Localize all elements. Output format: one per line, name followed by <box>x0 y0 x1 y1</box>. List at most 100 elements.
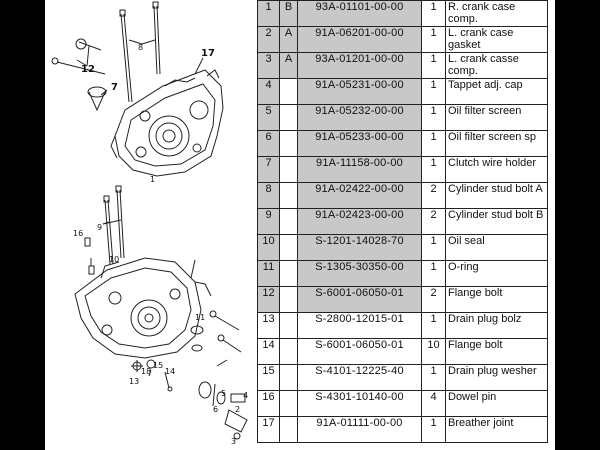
stud-bolts-lower <box>103 185 125 265</box>
quantity-cell: 1 <box>421 26 446 53</box>
description-cell: Drain plug wesher <box>445 364 548 391</box>
ref-number-cell: 13 <box>257 312 280 339</box>
ref-number-cell: 10 <box>257 234 280 261</box>
description-cell: Cylinder stud bolt B <box>445 208 548 235</box>
quantity-cell: 2 <box>421 182 446 209</box>
ref-number-cell: 3 <box>257 52 280 79</box>
description-cell: Breather joint <box>445 416 548 443</box>
ref-number-cell: 1 <box>257 0 280 27</box>
model-code-cell <box>279 260 298 287</box>
part-number-cell: 91A-01111-00-00 <box>297 416 422 443</box>
model-code-cell <box>279 390 298 417</box>
model-code-cell <box>279 104 298 131</box>
part-number-cell: 91A-05232-00-00 <box>297 104 422 131</box>
part-number-cell: 93A-01201-00-00 <box>297 52 422 79</box>
callout-label: 11 <box>195 313 205 322</box>
quantity-cell: 1 <box>421 312 446 339</box>
ref-number-cell: 2 <box>257 26 280 53</box>
description-cell: Dowel pin <box>445 390 548 417</box>
stud-bolts-upper <box>119 1 161 103</box>
model-code-cell: A <box>279 26 298 53</box>
part-number-cell: 93A-01101-00-00 <box>297 0 422 27</box>
right-crankcase-outline <box>110 69 224 177</box>
part-number-cell: 91A-06201-00-00 <box>297 26 422 53</box>
callout-label: 4 <box>243 391 248 400</box>
quantity-cell: 1 <box>421 0 446 27</box>
quantity-cell: 1 <box>421 156 446 183</box>
ref-number-cell: 15 <box>257 364 280 391</box>
callout-label: 14 <box>165 367 175 376</box>
model-code-cell: B <box>279 0 298 27</box>
quantity-cell: 2 <box>421 208 446 235</box>
quantity-cell: 1 <box>421 234 446 261</box>
callout-label: 3 <box>231 437 236 446</box>
description-cell: Flange bolt <box>445 338 548 365</box>
quantity-cell: 2 <box>421 286 446 313</box>
model-code-cell: A <box>279 52 298 79</box>
quantity-cell: 1 <box>421 364 446 391</box>
ref-number-cell: 14 <box>257 338 280 365</box>
quantity-cell: 1 <box>421 416 446 443</box>
callout-label: 13 <box>129 377 139 386</box>
model-code-cell <box>279 234 298 261</box>
part-number-cell: S-6001-06050-01 <box>297 286 422 313</box>
description-cell: L. crank case gasket <box>445 26 548 53</box>
part-number-cell: 91A-02423-00-00 <box>297 208 422 235</box>
quantity-cell: 10 <box>421 338 446 365</box>
ref-number-cell: 8 <box>257 182 280 209</box>
quantity-cell: 1 <box>421 104 446 131</box>
model-code-cell <box>279 78 298 105</box>
model-code-cell <box>279 338 298 365</box>
model-code-cell <box>279 130 298 157</box>
part-number-cell: S-2800-12015-01 <box>297 312 422 339</box>
description-cell: Oil seal <box>445 234 548 261</box>
part-number-cell: S-6001-06050-01 <box>297 338 422 365</box>
description-cell: O-ring <box>445 260 548 287</box>
description-cell: R. crank case comp. <box>445 0 548 27</box>
exploded-crankcase-diagram: 8 17 12 7 1 9 16 10 11 18 6 5 2 15 13 14… <box>45 0 257 450</box>
model-code-cell <box>279 286 298 313</box>
description-cell: Tappet adj. cap <box>445 78 548 105</box>
description-cell: Cylinder stud bolt A <box>445 182 548 209</box>
part-number-cell: S-1305-30350-00 <box>297 260 422 287</box>
callout-label: 12 <box>81 64 95 75</box>
part-number-cell: 91A-05231-00-00 <box>297 78 422 105</box>
flange-bolts-upper <box>51 38 107 112</box>
crankcase-drawing: 8 17 12 7 1 9 16 10 11 18 6 5 2 15 13 14… <box>51 1 248 446</box>
left-crankcase-outline <box>74 257 212 359</box>
model-code-cell <box>279 416 298 443</box>
description-cell: Clutch wire holder <box>445 156 548 183</box>
part-number-cell: 91A-05233-00-00 <box>297 130 422 157</box>
callout-label: 8 <box>138 43 143 52</box>
description-cell: Drain plug bolz <box>445 312 548 339</box>
part-number-cell: 91A-11158-00-00 <box>297 156 422 183</box>
callout-label: 5 <box>221 389 226 398</box>
callout-labels: 8 17 12 7 1 9 16 10 11 18 6 5 2 15 13 14… <box>73 43 248 446</box>
part-number-cell: S-1201-14028-70 <box>297 234 422 261</box>
ref-number-cell: 4 <box>257 78 280 105</box>
model-code-cell <box>279 312 298 339</box>
model-code-cell <box>279 364 298 391</box>
description-cell: Oil filter screen <box>445 104 548 131</box>
part-number-cell: S-4301-10140-00 <box>297 390 422 417</box>
callout-label: 2 <box>235 405 240 414</box>
ref-number-cell: 11 <box>257 260 280 287</box>
description-cell: Flange bolt <box>445 286 548 313</box>
quantity-cell: 1 <box>421 260 446 287</box>
callout-label: 16 <box>73 229 83 238</box>
ref-number-cell: 6 <box>257 130 280 157</box>
